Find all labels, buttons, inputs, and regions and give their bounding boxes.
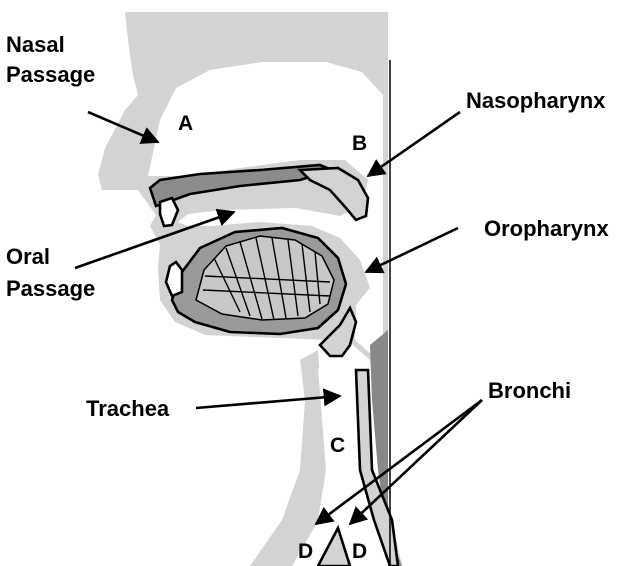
letter-d-right: D	[352, 540, 367, 563]
letter-d-left: D	[298, 540, 313, 563]
label-oral-passage-line2: Passage	[6, 276, 95, 301]
letter-b: B	[352, 132, 367, 155]
label-nasopharynx: Nasopharynx	[466, 88, 606, 113]
label-bronchi: Bronchi	[488, 378, 571, 403]
letter-a: A	[178, 112, 193, 135]
label-trachea: Trachea	[86, 396, 170, 421]
label-nasal-passage-line1: Nasal	[6, 32, 65, 57]
letter-c: C	[330, 434, 345, 457]
label-oral-passage-line1: Oral	[6, 244, 50, 269]
lower-tooth	[166, 262, 182, 296]
label-oropharynx: Oropharynx	[484, 216, 609, 241]
label-nasal-passage-line2: Passage	[6, 62, 95, 87]
